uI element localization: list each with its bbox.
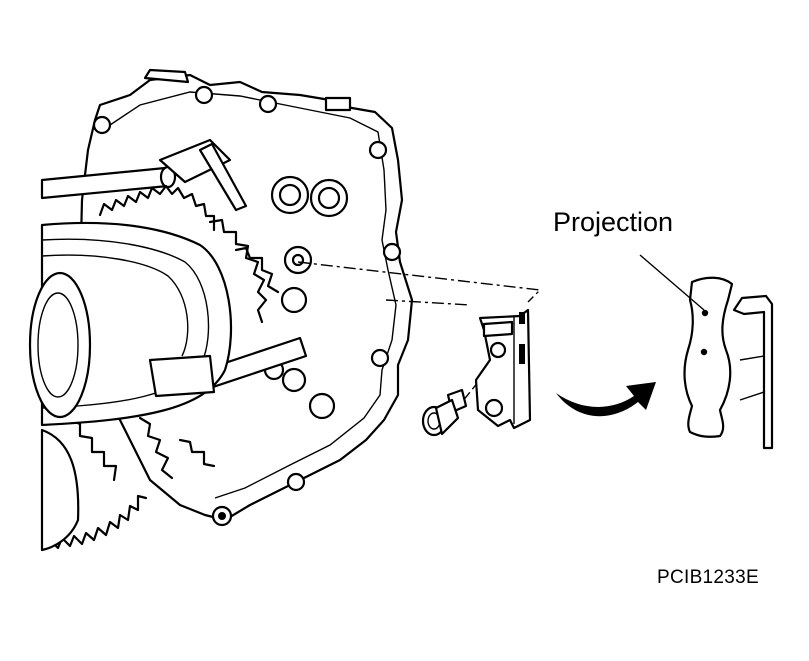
bracket-detail — [639, 254, 774, 450]
gear-train — [48, 184, 280, 550]
projection-label: Projection — [553, 207, 674, 237]
bolt — [421, 388, 468, 437]
figure-code-label: PCIB1233E — [657, 567, 759, 588]
shift-bracket — [474, 308, 532, 430]
rotation-arrow — [556, 382, 656, 417]
case-bosses — [263, 175, 349, 420]
main-drum — [28, 221, 233, 552]
